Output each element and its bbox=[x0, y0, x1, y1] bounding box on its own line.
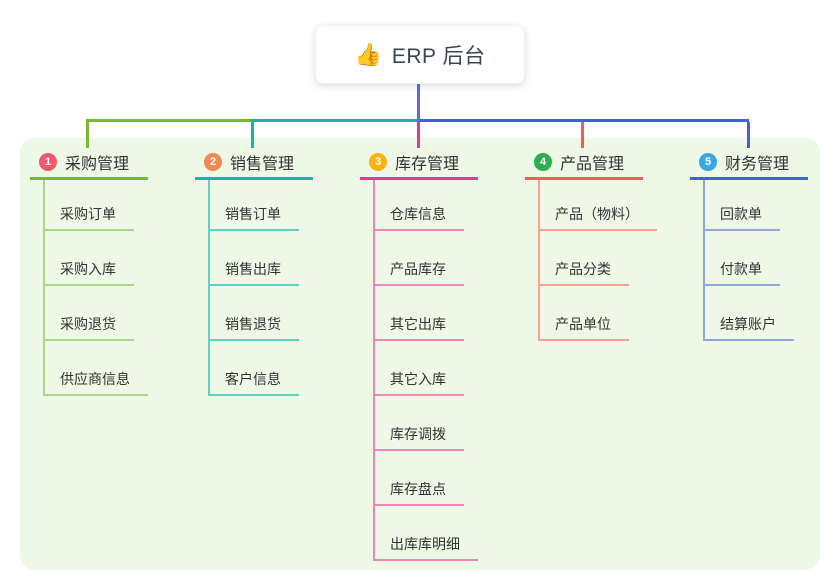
child-node[interactable]: 付款单 bbox=[705, 231, 780, 286]
child-node[interactable]: 出库库明细 bbox=[375, 506, 478, 561]
branch-number-badge: 2 bbox=[204, 152, 222, 171]
branch-label: 库存管理 bbox=[395, 155, 460, 173]
branch-5: 5 财务管理回款单付款单结算账户 bbox=[690, 146, 839, 341]
branch-number-badge: 3 bbox=[369, 152, 387, 171]
branch-children: 产品（物料）产品分类产品单位 bbox=[538, 180, 657, 341]
child-node[interactable]: 采购订单 bbox=[45, 180, 134, 231]
connector-drop-branch2 bbox=[251, 122, 254, 148]
child-node[interactable]: 产品库存 bbox=[375, 231, 464, 286]
child-node[interactable]: 采购退货 bbox=[45, 286, 134, 341]
branch-number-badge: 4 bbox=[534, 152, 552, 171]
child-node[interactable]: 库存盘点 bbox=[375, 451, 464, 506]
child-node[interactable]: 产品单位 bbox=[540, 286, 629, 341]
child-node[interactable]: 库存调拨 bbox=[375, 396, 464, 451]
child-node[interactable]: 回款单 bbox=[705, 180, 780, 231]
branch-title-3[interactable]: 3 库存管理 bbox=[360, 146, 478, 180]
branch-1: 1 采购管理采购订单采购入库采购退货供应商信息 bbox=[30, 146, 180, 396]
connector-drop-branch1 bbox=[86, 122, 89, 148]
branch-label: 财务管理 bbox=[725, 155, 790, 173]
branch-label: 采购管理 bbox=[65, 155, 130, 173]
child-node[interactable]: 供应商信息 bbox=[45, 341, 148, 396]
branch-label: 销售管理 bbox=[230, 155, 295, 173]
child-node[interactable]: 结算账户 bbox=[705, 286, 794, 341]
connector-drop-branch5 bbox=[747, 122, 750, 148]
connector-drop-branch4 bbox=[581, 122, 584, 148]
connector-branch5 bbox=[417, 119, 749, 122]
branch-title-5[interactable]: 5 财务管理 bbox=[690, 146, 808, 180]
branch-4: 4 产品管理产品（物料）产品分类产品单位 bbox=[525, 146, 675, 341]
branch-title-2[interactable]: 2 销售管理 bbox=[195, 146, 313, 180]
branch-children: 销售订单销售出库销售退货客户信息 bbox=[208, 180, 299, 396]
child-node[interactable]: 销售订单 bbox=[210, 180, 299, 231]
root-label: ERP 后台 bbox=[391, 44, 486, 68]
child-node[interactable]: 销售出库 bbox=[210, 231, 299, 286]
child-node[interactable]: 产品（物料） bbox=[540, 180, 657, 231]
child-node[interactable]: 产品分类 bbox=[540, 231, 629, 286]
branch-title-1[interactable]: 1 采购管理 bbox=[30, 146, 148, 180]
branch-title-4[interactable]: 4 产品管理 bbox=[525, 146, 643, 180]
child-node[interactable]: 其它出库 bbox=[375, 286, 464, 341]
child-node[interactable]: 其它入库 bbox=[375, 341, 464, 396]
child-node[interactable]: 客户信息 bbox=[210, 341, 299, 396]
branch-children: 回款单付款单结算账户 bbox=[703, 180, 794, 341]
branch-children: 仓库信息产品库存其它出库其它入库库存调拨库存盘点出库库明细 bbox=[373, 180, 478, 561]
connector-drop-branch3 bbox=[417, 122, 420, 148]
branch-children: 采购订单采购入库采购退货供应商信息 bbox=[43, 180, 148, 396]
branch-number-badge: 1 bbox=[39, 152, 57, 171]
branch-3: 3 库存管理仓库信息产品库存其它出库其它入库库存调拨库存盘点出库库明细 bbox=[360, 146, 510, 561]
child-node[interactable]: 采购入库 bbox=[45, 231, 134, 286]
branch-2: 2 销售管理销售订单销售出库销售退货客户信息 bbox=[195, 146, 345, 396]
branch-number-badge: 5 bbox=[699, 152, 717, 171]
connector-root bbox=[417, 82, 420, 122]
root-node[interactable]: 👍 ERP 后台 bbox=[315, 25, 525, 84]
branches-panel bbox=[20, 138, 820, 570]
branch-label: 产品管理 bbox=[560, 155, 625, 173]
child-node[interactable]: 销售退货 bbox=[210, 286, 299, 341]
connector-branch2 bbox=[251, 119, 420, 122]
child-node[interactable]: 仓库信息 bbox=[375, 180, 464, 231]
thumbs-up-icon: 👍 bbox=[354, 41, 382, 67]
